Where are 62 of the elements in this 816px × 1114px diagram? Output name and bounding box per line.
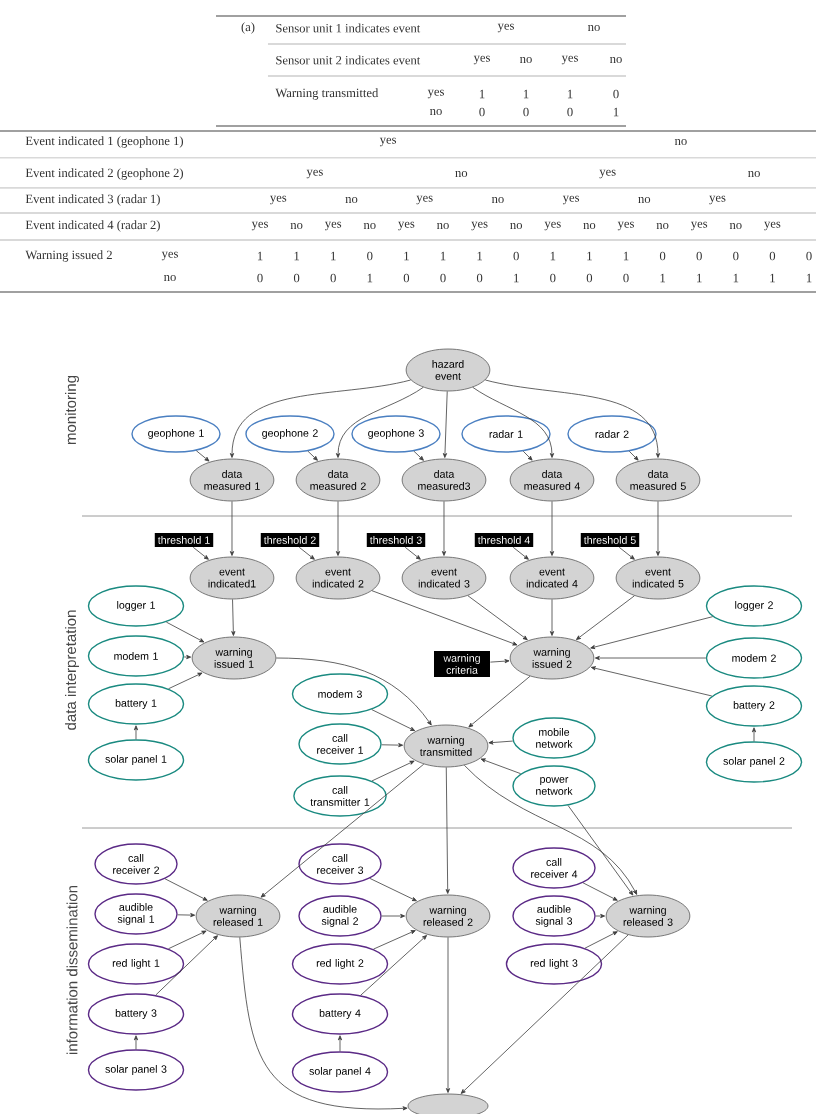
arrow (165, 621, 205, 643)
arrow (595, 913, 606, 919)
arrow (371, 760, 415, 782)
arrow (337, 1035, 343, 1052)
arrow (335, 386, 424, 458)
arrow (195, 450, 210, 462)
arrow (260, 763, 425, 898)
arrow (468, 675, 531, 728)
arrow (335, 501, 341, 556)
arrow (467, 595, 528, 641)
arrow (751, 727, 757, 742)
arrow (512, 546, 529, 560)
arrow (594, 655, 707, 661)
arrow (371, 709, 416, 732)
arrow (584, 931, 618, 949)
arrow (484, 379, 661, 458)
arrow (460, 934, 629, 1094)
arrow (413, 450, 424, 461)
arrow (192, 546, 209, 560)
arrow (445, 767, 450, 894)
arrow (231, 599, 236, 636)
arrow (371, 590, 518, 646)
arrow (155, 935, 218, 996)
arrow (549, 599, 555, 636)
arrow (549, 501, 555, 556)
arrow (488, 740, 514, 745)
arrow (229, 379, 412, 458)
arrow (567, 805, 634, 896)
arrow (307, 450, 318, 461)
arrow (480, 758, 521, 775)
arrow (360, 935, 427, 996)
arrow (369, 878, 417, 902)
arrow (522, 450, 533, 461)
arrow (628, 450, 639, 461)
arrow (441, 501, 447, 556)
arrow (590, 616, 714, 650)
arrow (183, 654, 192, 660)
arrow (239, 937, 408, 1111)
arrow (582, 882, 618, 901)
arrow (298, 546, 315, 560)
arrow (381, 743, 404, 748)
arrow (381, 913, 406, 919)
arrow (229, 501, 235, 556)
ellipse (407, 1093, 489, 1114)
arrow (133, 1035, 139, 1050)
arrow (275, 657, 432, 726)
arrow (442, 391, 448, 458)
arrow (445, 937, 451, 1093)
arrow (590, 666, 713, 697)
arrow (463, 764, 638, 895)
arrow (168, 930, 207, 950)
arrow (177, 913, 196, 918)
arrow (404, 546, 421, 560)
arrow (655, 501, 661, 556)
arrow (472, 386, 555, 458)
arrow (373, 930, 416, 950)
arrow (133, 725, 139, 740)
arrow (618, 546, 635, 560)
arrow (164, 878, 208, 901)
arrow (490, 659, 510, 664)
arrow (168, 672, 203, 690)
arrow (576, 595, 635, 640)
